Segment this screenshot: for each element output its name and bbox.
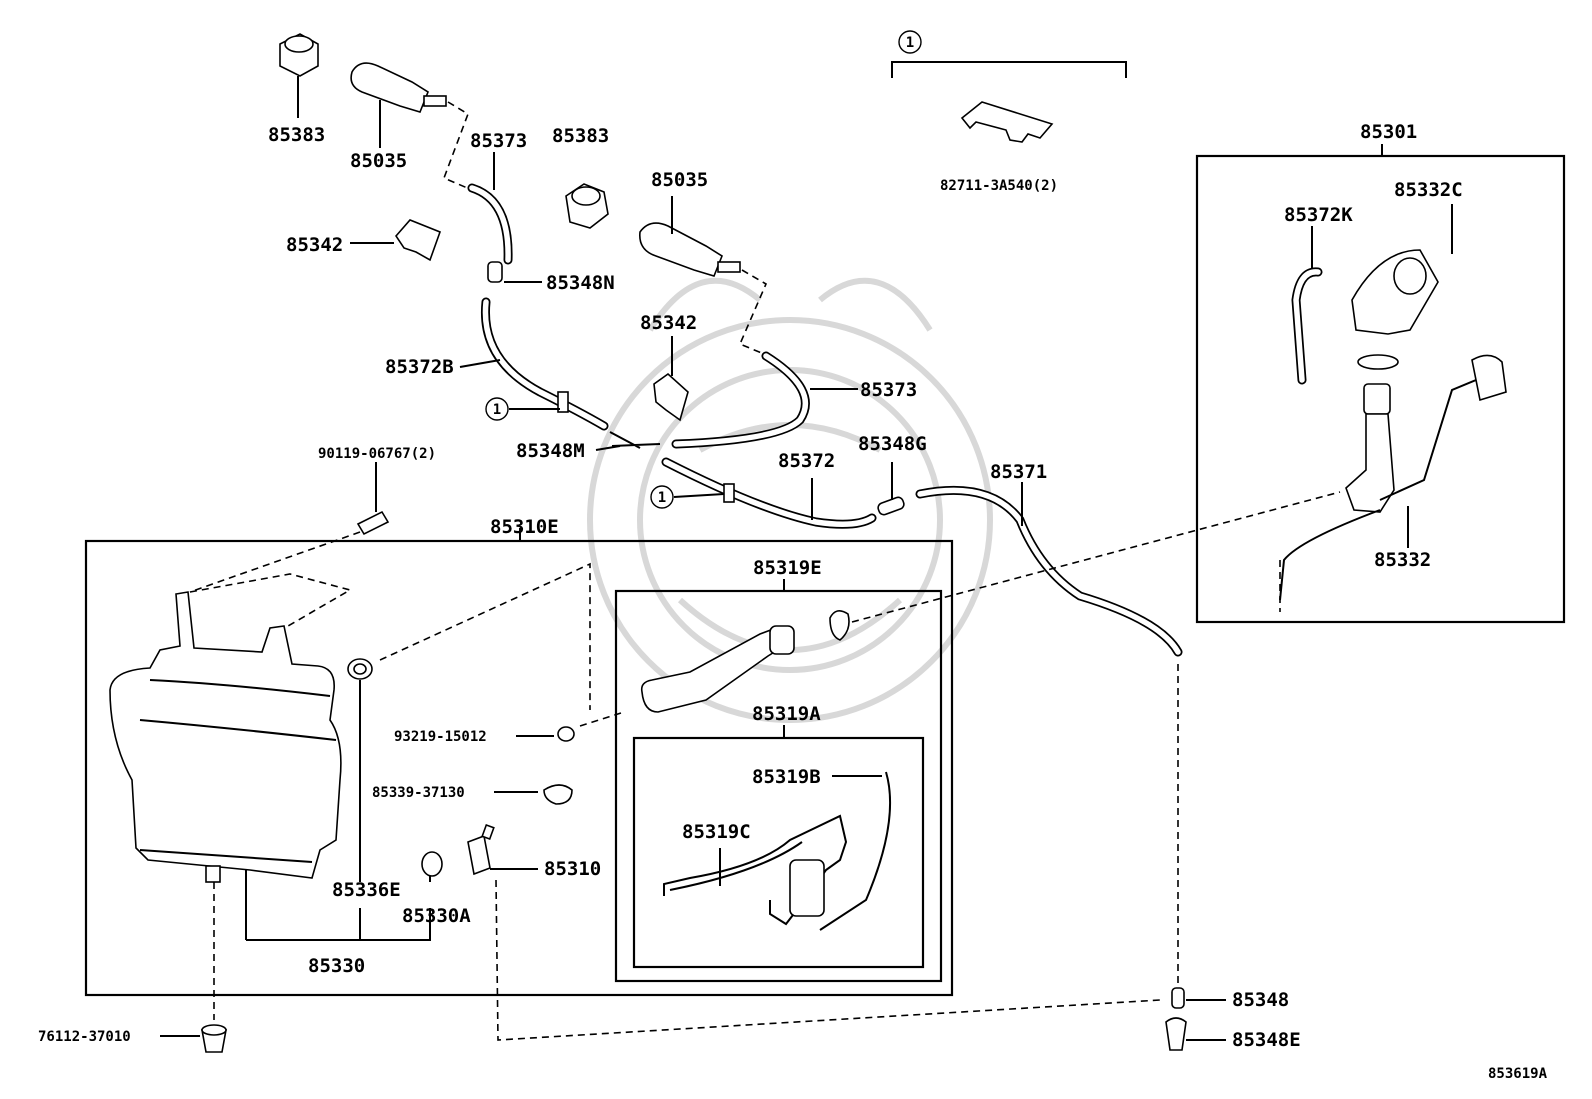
- hose-85372b: [459, 297, 609, 431]
- label-85310e: 85310E: [490, 516, 559, 538]
- callout-1-left: 1: [485, 397, 560, 421]
- label-85348: 85348: [1232, 989, 1289, 1011]
- connector-85348g: [877, 462, 905, 516]
- label-85035-left: 85035: [350, 150, 407, 172]
- label-85319a: 85319A: [752, 703, 821, 725]
- label-85035-right: 85035: [651, 169, 708, 191]
- label-85348e: 85348E: [1232, 1029, 1301, 1051]
- label-85372b: 85372B: [385, 356, 454, 378]
- label-85319c: 85319C: [682, 821, 751, 843]
- clip-85342-right: [653, 336, 689, 422]
- hose-85319e: [640, 491, 1341, 713]
- clip-85342-left: [350, 219, 442, 262]
- label-85310: 85310: [544, 858, 601, 880]
- filler-pipe-85332: [1279, 354, 1507, 612]
- filler-neck-85332c: [1351, 204, 1453, 370]
- label-90119: 90119-06767(2): [318, 446, 436, 462]
- hose-85372k: [1291, 226, 1323, 385]
- part-labels: 85383 85035 85373 85383 85035 85342 8534…: [38, 121, 1548, 1082]
- washer-nozzle-85035-left: [350, 62, 473, 191]
- label-85332: 85332: [1374, 549, 1431, 571]
- group-box-85319e: [614, 589, 943, 983]
- label-85342-right: 85342: [640, 312, 697, 334]
- label-85348m: 85348M: [516, 440, 585, 462]
- connector-85348m: [595, 431, 661, 451]
- label-85301: 85301: [1360, 121, 1417, 143]
- seal-85336e: [347, 562, 591, 882]
- label-76112: 76112-37010: [38, 1029, 131, 1045]
- label-85373-lower: 85373: [860, 379, 917, 401]
- washer-pump-85310: [467, 823, 1161, 1041]
- check-valve-85348e: [1165, 1017, 1226, 1051]
- connector-85348n: [487, 261, 542, 283]
- label-85339: 85339-37130: [372, 785, 465, 801]
- label-85319e: 85319E: [753, 557, 822, 579]
- clip-82711: [960, 101, 1054, 143]
- diagram-id: 853619A: [1488, 1066, 1548, 1082]
- hose-85372: [661, 457, 877, 529]
- callout-1-middle: 1: [650, 485, 725, 509]
- label-85383-left: 85383: [268, 124, 325, 146]
- label-85372: 85372: [778, 450, 835, 472]
- harness-85319a: [663, 725, 892, 931]
- kit-bracket: 1: [891, 30, 1127, 78]
- nozzle-nut-85383-right: [565, 183, 609, 229]
- connector-85348: [1171, 987, 1226, 1009]
- svg-text:1: 1: [493, 402, 501, 418]
- tank-assembly-bracket: [246, 908, 431, 941]
- label-85330: 85330: [308, 955, 365, 977]
- hose-85373-lower: [671, 351, 858, 449]
- plug-76112: [160, 1024, 227, 1053]
- hose-85373-upper: [467, 152, 513, 265]
- clamp-85339: [494, 784, 573, 805]
- nozzle-nut-85383-left: [279, 33, 319, 118]
- label-85373-upper: 85373: [470, 130, 527, 152]
- bolt-90119: [189, 462, 390, 593]
- label-85332c: 85332C: [1394, 179, 1463, 201]
- callout-number: 1: [906, 35, 914, 51]
- label-93219: 93219-15012: [394, 729, 487, 745]
- washer-nozzle-85035-right: [639, 196, 768, 355]
- washer-tank-85330: [109, 573, 353, 1020]
- label-82711: 82711-3A540(2): [940, 178, 1058, 194]
- label-85383-right: 85383: [552, 125, 609, 147]
- grommet-85330a: [421, 851, 443, 882]
- label-85371: 85371: [990, 461, 1047, 483]
- group-box-85301: [1195, 154, 1566, 624]
- hose-85371: [915, 482, 1183, 988]
- label-85348n: 85348N: [546, 272, 615, 294]
- svg-text:1: 1: [658, 490, 666, 506]
- label-85348g: 85348G: [858, 433, 927, 455]
- label-85336e: 85336E: [332, 879, 401, 901]
- label-85342-left: 85342: [286, 234, 343, 256]
- label-85330a: 85330A: [402, 905, 471, 927]
- group-box-85319a: [632, 736, 925, 969]
- label-85319b: 85319B: [752, 766, 821, 788]
- label-85372k: 85372K: [1284, 204, 1353, 226]
- grommet-93219: [516, 711, 625, 742]
